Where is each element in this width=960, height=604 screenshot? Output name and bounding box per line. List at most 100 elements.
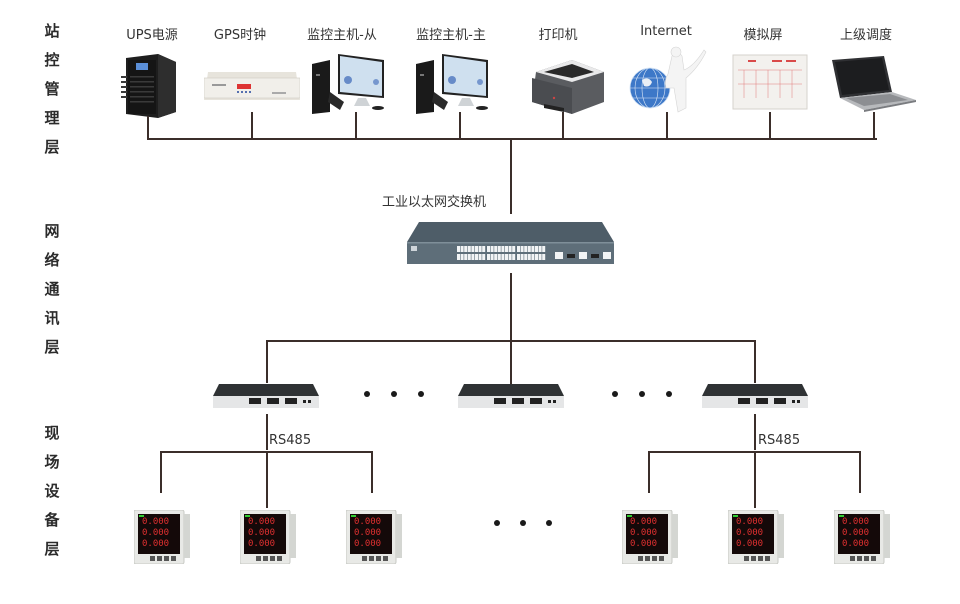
switch-port	[517, 254, 520, 260]
switch-port	[527, 254, 531, 260]
label-monitor-host-slave: 监控主机-从	[307, 28, 377, 43]
layer-char: 理	[44, 109, 60, 127]
switch-port	[508, 254, 512, 260]
switch-port	[505, 254, 508, 260]
layer-char: 设	[44, 482, 60, 500]
station-bus-line	[147, 138, 877, 140]
switch-port	[482, 254, 486, 260]
laptop-icon	[832, 56, 916, 112]
label-gps-clock: GPS时钟	[213, 28, 267, 43]
meter-digits: 0.000	[248, 517, 275, 527]
switch-port	[487, 246, 490, 252]
switch-port	[517, 246, 520, 252]
drop-line-gps	[251, 112, 253, 139]
layer-char: 通	[44, 280, 60, 298]
rs485-drop-left	[266, 414, 268, 450]
meter-digits: 0.000	[248, 539, 275, 549]
layer-label-field: 现 场 设 备 层	[40, 419, 64, 564]
drop-line-printer	[562, 112, 564, 139]
drop-line-host-slave	[355, 112, 357, 139]
switch-port	[457, 246, 460, 252]
switch-port	[527, 246, 531, 252]
meter-drop	[160, 451, 162, 493]
access-switch-left-icon	[213, 384, 319, 408]
printer-icon	[532, 60, 604, 114]
ellipsis-dot	[391, 391, 397, 397]
drop-line-switch-right	[754, 340, 756, 383]
switch-port	[471, 246, 475, 252]
meter-digits: 0.000	[736, 517, 763, 527]
meter-drop	[754, 451, 756, 508]
drop-line-ups	[147, 116, 149, 139]
drop-line-mimic	[769, 112, 771, 139]
core-switch-label: 工业以太网交换机	[382, 195, 487, 210]
label-monitor-host-master: 监控主机-主	[416, 28, 486, 43]
meter-digits: 0.000	[248, 528, 275, 538]
switch-port	[524, 254, 528, 260]
ellipsis-dot	[546, 520, 552, 526]
meter-drop	[266, 451, 268, 508]
switch-port	[535, 246, 538, 252]
meter-digits: 0.000	[630, 539, 657, 549]
switch-port	[508, 246, 512, 252]
ellipsis-dot	[639, 391, 645, 397]
rs485-drop-right	[754, 414, 756, 450]
meter-digits: 0.000	[142, 528, 169, 538]
layer-char: 站	[44, 22, 60, 40]
switch-port	[494, 246, 498, 252]
label-ups: UPS电源	[126, 28, 178, 43]
layer-label-network: 网 络 通 讯 层	[40, 217, 64, 362]
rs485-label-right: RS485	[758, 433, 801, 448]
access-switch-right-icon	[702, 384, 808, 408]
drop-line-internet	[666, 112, 668, 139]
switch-port	[490, 246, 494, 252]
switch-port	[531, 254, 535, 260]
switch-port	[497, 254, 501, 260]
switch-port	[460, 246, 464, 252]
internet-globe-icon	[629, 46, 707, 113]
switch-port	[542, 246, 546, 252]
switch-port	[531, 246, 535, 252]
layer-char: 层	[44, 540, 60, 558]
ellipsis-dot	[520, 520, 526, 526]
switch-port	[467, 254, 471, 260]
desktop-computer-icon	[312, 54, 384, 114]
switch-port	[478, 246, 482, 252]
switch-port	[460, 254, 464, 260]
switch-port	[478, 254, 482, 260]
trunk-line-upper	[510, 139, 512, 214]
layer-char: 络	[44, 251, 60, 269]
ellipsis-dot	[364, 391, 370, 397]
switch-port	[475, 246, 478, 252]
meter-digits: 0.000	[354, 528, 381, 538]
layer-char: 讯	[44, 309, 60, 327]
trunk-line-lower	[510, 273, 512, 387]
switch-port	[520, 254, 524, 260]
switch-port	[524, 246, 528, 252]
layer-char: 网	[44, 222, 60, 240]
meter-digits: 0.000	[354, 517, 381, 527]
drop-line-laptop	[873, 112, 875, 139]
mimic-panel-icon	[732, 54, 808, 110]
switch-port	[490, 254, 494, 260]
layer-char: 层	[44, 138, 60, 156]
meter-digits: 0.000	[630, 517, 657, 527]
label-mimic-panel: 模拟屏	[743, 28, 783, 43]
ups-icon	[121, 54, 176, 118]
ellipsis-dot	[612, 391, 618, 397]
switch-port	[475, 254, 478, 260]
switch-port	[512, 246, 516, 252]
meter-drop	[371, 451, 373, 493]
layer-char: 控	[44, 51, 60, 69]
switch-port	[535, 254, 538, 260]
meter-digits: 0.000	[842, 539, 869, 549]
meter-digits: 0.000	[354, 539, 381, 549]
desktop-computer-icon	[416, 54, 488, 114]
switch-port	[494, 254, 498, 260]
